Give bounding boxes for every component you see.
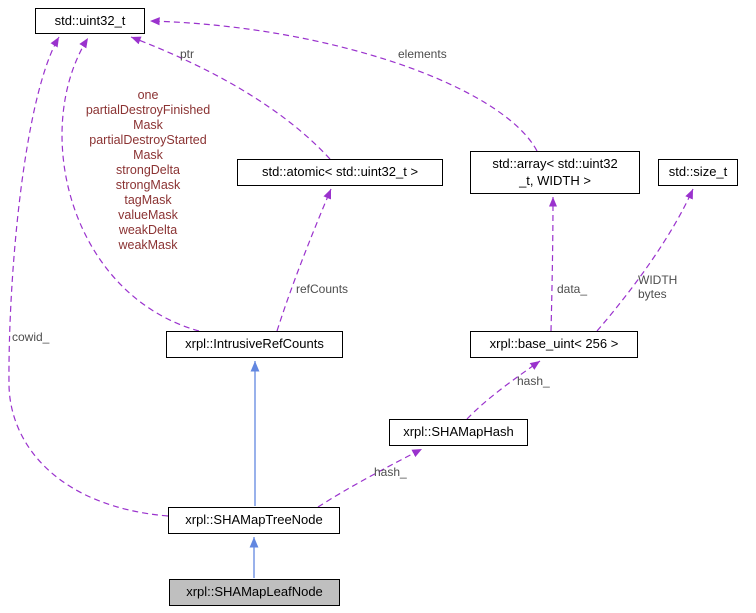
edge-ptr xyxy=(130,36,331,160)
edge-elements xyxy=(149,17,538,152)
node-base-uint-256[interactable]: xrpl::base_uint< 256 > xyxy=(470,331,638,358)
edge-label-refcounts: refCounts xyxy=(296,282,349,296)
edge-label-data: data_ xyxy=(557,282,588,296)
node-label: xrpl::IntrusiveRefCounts xyxy=(185,336,324,352)
node-label: xrpl::SHAMapLeafNode xyxy=(186,584,323,600)
edge-label-ptr: ptr xyxy=(180,47,195,61)
node-label: std::size_t xyxy=(668,164,728,180)
edge-cowid xyxy=(8,36,169,517)
edge-label-cowid: cowid_ xyxy=(12,330,50,344)
node-std-size-t[interactable]: std::size_t xyxy=(658,159,738,186)
node-label: xrpl::SHAMapTreeNode xyxy=(185,512,323,528)
node-std-atomic[interactable]: std::atomic< std::uint32_t > xyxy=(237,159,443,186)
edge-hash-lower xyxy=(317,448,423,508)
edge-data xyxy=(548,196,558,332)
node-intrusive-ref-counts[interactable]: xrpl::IntrusiveRefCounts xyxy=(166,331,343,358)
node-shamap-tree-node[interactable]: xrpl::SHAMapTreeNode xyxy=(168,507,340,534)
node-label-line1: std::array< std::uint32 xyxy=(492,156,618,172)
edge-width-bytes xyxy=(596,188,694,332)
edge-label-hash-lower: hash_ xyxy=(374,465,407,479)
node-shamap-hash[interactable]: xrpl::SHAMapHash xyxy=(389,419,528,446)
node-label: xrpl::SHAMapHash xyxy=(403,424,514,440)
node-shamap-leaf-node-current: xrpl::SHAMapLeafNode xyxy=(169,579,340,606)
edge-label-elements: elements xyxy=(398,47,447,61)
edge-label-width-bytes: WIDTH bytes xyxy=(638,273,678,301)
edge-refcounts xyxy=(276,188,332,332)
edge-label-members: one partialDestroyFinished Mask partialD… xyxy=(85,88,211,252)
node-std-array[interactable]: std::array< std::uint32 _t, WIDTH > xyxy=(470,151,640,194)
node-std-uint32-t[interactable]: std::uint32_t xyxy=(35,8,145,34)
edge-members xyxy=(61,37,200,332)
edge-label-hash-upper: hash_ xyxy=(517,374,550,388)
node-label: std::atomic< std::uint32_t > xyxy=(261,164,419,180)
node-label: std::uint32_t xyxy=(54,12,126,28)
node-label: xrpl::base_uint< 256 > xyxy=(489,336,619,352)
node-label-line2: _t, WIDTH > xyxy=(519,172,591,188)
edge-hash-upper xyxy=(466,360,541,420)
